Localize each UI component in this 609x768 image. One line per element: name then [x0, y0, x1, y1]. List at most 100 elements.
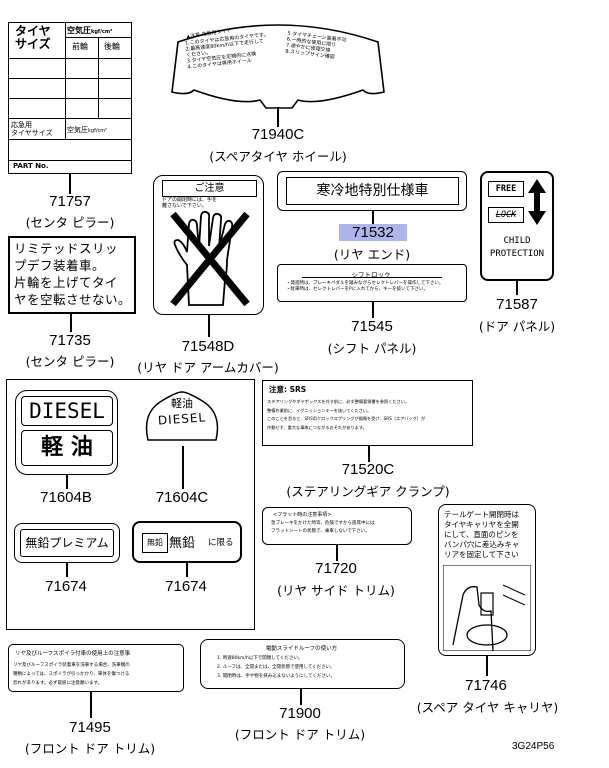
label-71545-text: ・発進時は、ブレーキペダルを踏みながらセレクトレバーを操作して下さい。 ・駐車時…	[286, 281, 444, 292]
label-71757[interactable]: タイヤ サイズ 空気圧kgf/cm² 前輪 後輪 応急用 タイヤサイズ 空気圧k…	[8, 22, 132, 174]
part-number-71674b: 71674	[165, 578, 207, 595]
leader-line	[300, 689, 302, 705]
caption-71520c: (ステアリングギア クランプ)	[286, 484, 450, 499]
part-number-71720: 71720	[315, 560, 357, 577]
divider	[65, 23, 66, 59]
caption-71900: (フロント ドア トリム)	[234, 727, 366, 742]
part-number-71900: 71900	[279, 705, 321, 722]
part-number-71604b: 71604B	[40, 489, 92, 506]
label-71520c[interactable]: 注意: SRS ステアリングやギヤボックスを外す前に、必ず整備要領書を参照くださ…	[262, 380, 473, 446]
leader-line	[66, 563, 68, 577]
label-71532[interactable]: 寒冷地特別仕様車	[277, 171, 467, 211]
label-71900[interactable]: 電動スライドルーフの使い方 1. 時速80km/h以下で開閉してください。 2.…	[200, 639, 405, 689]
label-71520c-text: ステアリングやギヤボックスを外す前に、必ず整備要領書を参照ください。 整備作業前…	[267, 399, 426, 430]
caption-71545: (シフト パネル)	[327, 341, 417, 356]
caption-71940c: (スペアタイヤ ホイール)	[209, 149, 347, 164]
divider	[98, 59, 99, 119]
leader-line	[372, 211, 374, 225]
spare-unit: kgf/cm²	[88, 128, 108, 134]
caption-71757: (センタ ピラー)	[25, 215, 115, 230]
label-71545-title: シフトロック	[351, 271, 391, 279]
part-no-label: PART No.	[13, 162, 49, 170]
tire-carrier-illustration	[443, 565, 531, 651]
label-71940c[interactable]: ▲注意 応急用タイヤ 1.このタイヤは応急用のタイヤです。 2.最高速度80km…	[168, 14, 388, 109]
diesel-en: DIESEL	[21, 396, 113, 426]
divider	[65, 59, 66, 119]
label-71495[interactable]: リヤ及びルーフスポイラ付車の使用上の注意事 リヤ及びルーフスポイラ装着車を洗車す…	[8, 644, 184, 692]
part-number-71674a: 71674	[45, 578, 87, 595]
leader-line	[336, 545, 338, 561]
label-71604c[interactable]: 軽油 DIESEL	[140, 390, 224, 446]
fuel-filler-group	[6, 379, 255, 630]
unleaded-badge: 無鉛	[142, 533, 168, 553]
label-71720-title: <フラット時の注意事項>	[273, 512, 332, 518]
label-71548d[interactable]: ご注意 ドアの開閉時には、手を 離さないで下さい。	[153, 175, 264, 315]
spare-pressure: 空気圧kgf/cm²	[67, 125, 107, 135]
premium-unleaded-text: 無鉛プレミアム	[20, 529, 114, 557]
part-number-71587: 71587	[496, 296, 538, 313]
divider	[9, 98, 131, 99]
leader-line	[90, 692, 92, 718]
caption-71532: (リヤ エンド)	[333, 247, 411, 262]
part-number-71532[interactable]: 71532	[339, 224, 407, 241]
leader-line	[186, 563, 188, 577]
label-71940c-outline	[171, 24, 385, 109]
leader-line	[66, 475, 68, 489]
label-71900-text: 1. 時速80km/h以下で開閉してください。 2. ルーフは、全開または、全開…	[217, 656, 335, 679]
label-71604b[interactable]: DIESEL 軽 油	[15, 390, 118, 475]
divider	[65, 119, 66, 139]
doc-code: 3G24P56	[512, 741, 555, 752]
pressure-header: 空気圧kgf/cm²	[67, 25, 112, 36]
caption-71495: (フロント ドア トリム)	[24, 741, 156, 756]
label-71735[interactable]: リミテッドスリッ プデフ装着車。 片輪を上げてタイ ヤを空転させない。	[8, 236, 136, 314]
diesel-jp: 軽 油	[21, 430, 113, 466]
divider	[9, 78, 131, 79]
rear-label: 後輪	[104, 42, 120, 51]
part-number-71604c: 71604C	[155, 489, 209, 506]
part-number-71757: 71757	[49, 193, 91, 210]
label-71548d-text: ドアの開閉時には、手を 離さないで下さい。	[162, 197, 218, 209]
lock-label: LOCK	[488, 207, 524, 223]
divider	[9, 139, 131, 140]
front-label: 前輪	[72, 42, 88, 51]
free-label: FREE	[488, 181, 524, 197]
label-71548d-title: ご注意	[162, 180, 257, 197]
label-71604c-jp: 軽油	[171, 397, 193, 410]
label-71735-text: リミテッドスリッ プデフ装着車。 片輪を上げてタイ ヤを空転させない。	[14, 241, 132, 307]
label-71900-title: 電動スライドルーフの使い方	[265, 646, 338, 652]
divider	[9, 58, 131, 59]
label-71746[interactable]: テールゲート開閉時は タイヤキャリヤを全開 にして、直面のピンを バンパ穴に差込…	[438, 504, 536, 656]
pressure-unit: kgf/cm²	[91, 29, 113, 35]
caption-71548d: (リヤ ドア アームカバー)	[137, 360, 279, 375]
part-number-71545: 71545	[351, 318, 393, 335]
part-number-71495: 71495	[69, 719, 111, 736]
glove-icon	[170, 210, 250, 307]
pressure-header-text: 空気圧	[67, 26, 91, 35]
part-number-71735: 71735	[49, 332, 91, 349]
part-number-71520c: 71520C	[341, 461, 395, 478]
leader-line	[277, 107, 279, 127]
label-71532-text: 寒冷地特別仕様車	[286, 177, 459, 205]
caption-71735: (センタ ピラー)	[25, 354, 115, 369]
leader-line	[368, 446, 370, 462]
label-71674b[interactable]: 無鉛 無鉛 に限る	[132, 521, 242, 563]
label-71720[interactable]: <フラット時の注意事項> 急ブレーキをかけた時等、危険ですから座席中には フラッ…	[262, 507, 412, 545]
divider	[9, 118, 131, 119]
part-number-71746: 71746	[465, 677, 507, 694]
leader-line	[182, 446, 184, 489]
label-71545[interactable]: シフトロック ・発進時は、ブレーキペダルを踏みながらセレクトレバーを操作して下さ…	[277, 264, 467, 302]
label-71674a[interactable]: 無鉛プレミアム	[14, 523, 120, 563]
caption-71720: (リヤ サイド トリム)	[277, 583, 395, 598]
divider	[9, 160, 131, 161]
label-71746-text: テールゲート開閉時は タイヤキャリヤを全開 にして、直面のピンを バンパ穴に差込…	[444, 510, 520, 559]
part-number-71940c: 71940C	[251, 126, 305, 143]
label-71587[interactable]: FREE LOCK CHILD PROTECTION	[480, 171, 554, 281]
caption-71587: (ドア パネル)	[478, 319, 556, 334]
double-arrow-icon	[528, 179, 546, 225]
leader-line	[372, 302, 374, 318]
leader-line	[208, 315, 210, 337]
leader-line	[70, 314, 72, 332]
leader-line	[69, 174, 71, 194]
label-71604c-outline	[145, 391, 219, 441]
leader-line	[486, 656, 488, 676]
